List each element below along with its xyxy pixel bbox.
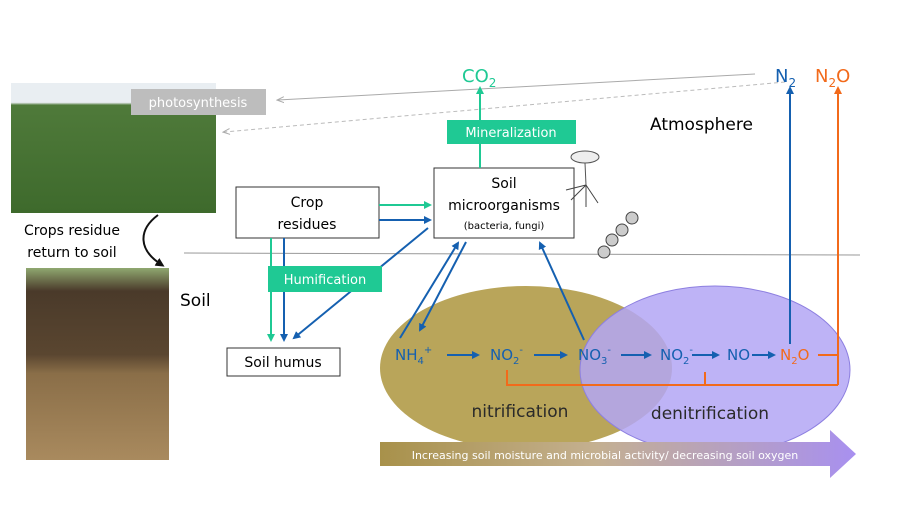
no3-label: NO3- bbox=[578, 345, 611, 367]
denitrification-label: denitrification bbox=[651, 404, 769, 424]
soil-humus-text: Soil humus bbox=[244, 355, 321, 371]
photosynthesis-label: photosynthesis bbox=[131, 89, 266, 115]
crops-residue-label-2: return to soil bbox=[27, 245, 116, 261]
soil-micro-text-1: Soil bbox=[491, 176, 516, 192]
denitrification-ellipse bbox=[579, 285, 851, 455]
humification-text: Humification bbox=[284, 273, 367, 288]
soil-micro-text-3: (bacteria, fungi) bbox=[464, 221, 545, 232]
soil-micro-text-2: microorganisms bbox=[448, 198, 560, 214]
photosynthesis-text: photosynthesis bbox=[149, 96, 248, 111]
soil-humus-box: Soil humus bbox=[226, 347, 341, 377]
nh4-to-micro-arrow bbox=[399, 241, 460, 339]
residue-return-arrow bbox=[142, 214, 165, 267]
soil-label: Soil bbox=[180, 291, 211, 311]
atmosphere-to-photosynthesis-arrow bbox=[278, 73, 756, 100]
soil-surface-line bbox=[183, 252, 861, 256]
humification-label: Humification bbox=[268, 266, 382, 292]
moisture-gradient-arrow bbox=[380, 430, 856, 478]
n2o-soil-label: N2O bbox=[780, 346, 809, 367]
no2-nitrification-label: NO2- bbox=[490, 345, 523, 367]
crop-residues-text-2: residues bbox=[278, 217, 337, 233]
no2-denitrification-label: NO2- bbox=[660, 345, 693, 367]
mineralization-text: Mineralization bbox=[465, 126, 556, 141]
n2o-bracket bbox=[506, 370, 838, 386]
mineralization-label: Mineralization bbox=[447, 120, 576, 144]
n2o-atmosphere-label: N2O bbox=[815, 66, 850, 90]
nh4-label: NH4+ bbox=[395, 345, 432, 367]
crop-residues-box: Crop residues bbox=[235, 186, 380, 239]
n2-label: N2 bbox=[775, 66, 796, 90]
microorganism-sketch bbox=[565, 150, 639, 259]
dashed-return-arrow bbox=[224, 81, 786, 132]
gradient-arrow-text: Increasing soil moisture and microbial a… bbox=[412, 449, 799, 462]
soil-microorganisms-box: Soil microorganisms (bacteria, fungi) bbox=[433, 167, 575, 239]
atmosphere-label: Atmosphere bbox=[650, 115, 753, 135]
co2-label: CO2 bbox=[462, 66, 496, 90]
no3-to-micro-arrow bbox=[538, 241, 585, 341]
no-label: NO bbox=[727, 346, 750, 364]
crop-residues-text-1: Crop bbox=[291, 195, 324, 211]
nitrification-label: nitrification bbox=[472, 402, 569, 422]
micro-to-nh4-arrow bbox=[419, 241, 467, 332]
soil-profile-photo bbox=[26, 268, 169, 460]
crops-residue-label-1: Crops residue bbox=[24, 223, 120, 239]
